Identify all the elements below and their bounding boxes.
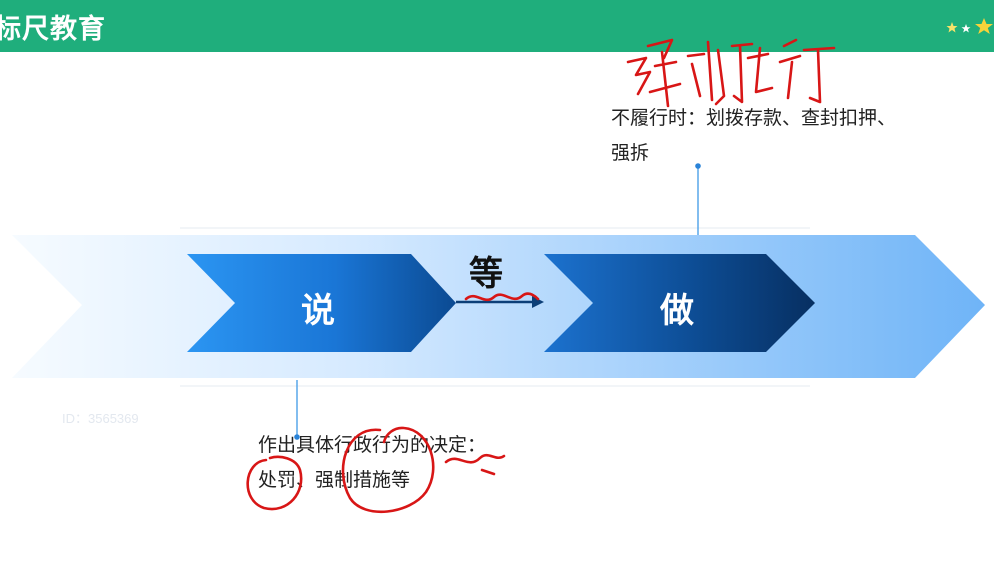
bottom-annotation: 作出具体行政行为的决定： 处罚、强制措施等 bbox=[258, 428, 486, 498]
top-annotation-line2: 强拆 bbox=[611, 142, 650, 164]
header-bar: 标尺教育 bbox=[0, 0, 994, 52]
top-annotation-line1: 不履行时：划拨存款、查封扣押、 bbox=[611, 107, 897, 129]
say-label: 说 bbox=[301, 291, 335, 331]
do-chevron bbox=[544, 254, 815, 352]
bottom-annotation-line1: 作出具体行政行为的决定： bbox=[258, 434, 487, 456]
do-label: 做 bbox=[660, 291, 694, 331]
bottom-annotation-line2: 处罚、强制措施等 bbox=[258, 469, 411, 491]
connector-label: 等 bbox=[469, 254, 503, 294]
brand-logo-text: 标尺教育 bbox=[0, 14, 106, 45]
stars-icon bbox=[946, 18, 993, 34]
bottom-callout-dot bbox=[294, 434, 300, 440]
say-chevron bbox=[187, 254, 456, 352]
top-callout-dot bbox=[695, 163, 701, 169]
top-annotation: 不履行时：划拨存款、查封扣押、 强拆 bbox=[611, 101, 896, 171]
watermark-id: ID：3565369 bbox=[62, 411, 139, 426]
